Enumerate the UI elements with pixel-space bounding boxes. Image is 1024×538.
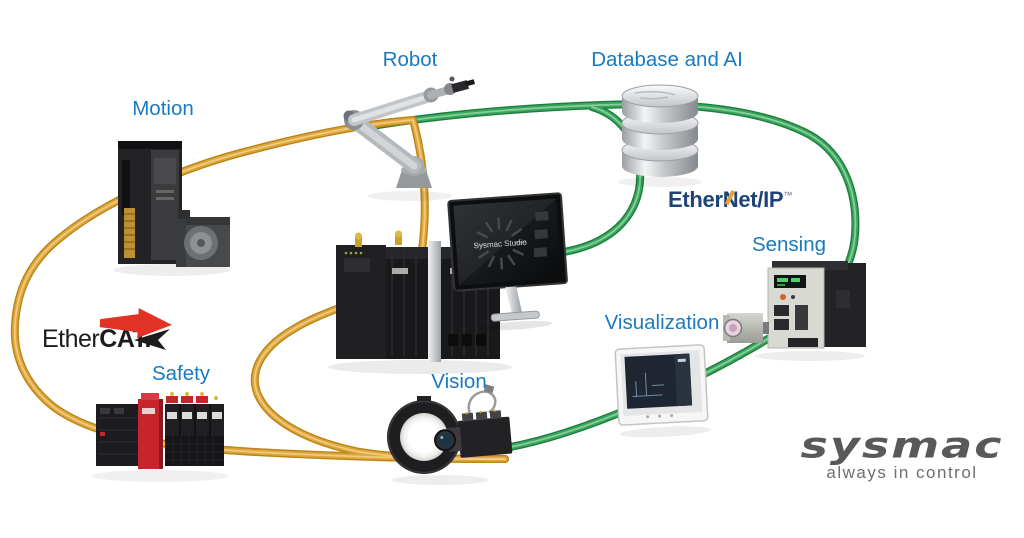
ethernetip-logo-rest: et/IP bbox=[738, 187, 784, 212]
plc-controller-image bbox=[328, 230, 512, 374]
label-safety: Safety bbox=[151, 362, 211, 385]
label-robot: Robot bbox=[382, 48, 438, 71]
servo-motor-image bbox=[176, 210, 230, 267]
sensing-controller-image bbox=[755, 261, 866, 361]
database-cylinder-icon bbox=[618, 84, 702, 187]
label-vision: Vision bbox=[431, 370, 487, 393]
label-database-and-ai: Database and AI bbox=[591, 48, 743, 71]
ethernetip-logo-ether: Ether bbox=[668, 187, 723, 212]
label-sensing: Sensing bbox=[751, 233, 827, 256]
sysmac-logo: sysmac bbox=[800, 424, 1004, 467]
ethernetip-logo: EtherNet/IP™ bbox=[668, 187, 792, 213]
robot-arm-image bbox=[343, 76, 476, 201]
vision-ring-light-image bbox=[387, 396, 488, 485]
safety-controller-image bbox=[92, 392, 228, 482]
ethernetip-logo-n: N bbox=[722, 187, 739, 212]
monitor-screen-title: Sysmac Studio bbox=[473, 238, 527, 251]
sensor-head-image bbox=[723, 313, 769, 343]
monitor-image: Sysmac Studio bbox=[447, 192, 568, 331]
vision-camera-image bbox=[434, 384, 513, 458]
sysmac-tagline: always in control bbox=[826, 463, 978, 482]
ethercat-arrow-icon bbox=[99, 308, 172, 350]
label-motion: Motion bbox=[132, 97, 194, 120]
ethernetip-logo-tm: ™ bbox=[783, 190, 793, 200]
hmi-panel-image bbox=[614, 344, 712, 438]
ethercat-loop bbox=[10, 116, 509, 463]
label-visualization: Visualization bbox=[604, 311, 720, 334]
ethercat-logo-ether: Ether bbox=[42, 325, 100, 353]
